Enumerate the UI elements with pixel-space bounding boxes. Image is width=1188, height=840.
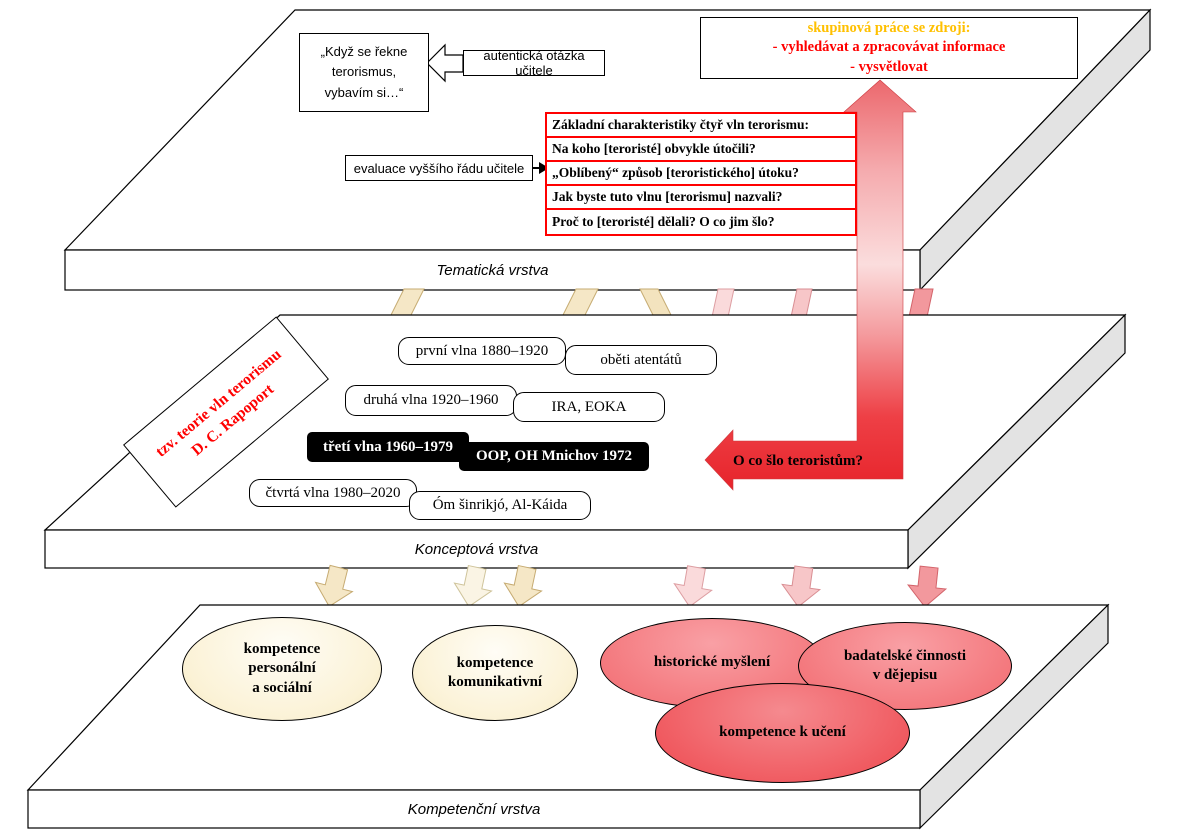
wave-2-label: druhá vlna 1920–1960 (345, 385, 517, 416)
down-arrow-cream-icon (453, 564, 493, 608)
wave-3-label: třetí vlna 1960–1979 (307, 432, 469, 462)
ellipse-personal-social: kompetence personální a sociální (182, 617, 382, 721)
ribbon-tan-icon (389, 288, 425, 318)
table-row: Jak byste tuto vlnu [terorismu] nazvali? (547, 186, 855, 210)
ellipse-learning-competence: kompetence k učení (655, 683, 910, 783)
ribbon-pink-icon (790, 288, 813, 318)
ribbon-tan-icon (561, 288, 599, 318)
thematic-front-face (64, 249, 921, 291)
interlayer-ribbons-top (389, 288, 934, 318)
wave-2-example: IRA, EOKA (513, 392, 665, 422)
competence-layer-label: Kompetenční vrstva (407, 800, 541, 818)
conceptual-layer-label: Konceptová vrstva (414, 540, 539, 558)
wave-1-example: oběti atentátů (565, 345, 717, 375)
table-row: Proč to [teroristé] dělali? O co jim šlo… (547, 210, 855, 234)
down-arrow-pink-icon (673, 565, 713, 608)
conceptual-front-face (44, 529, 909, 569)
wave-3-example: OOP, OH Mnichov 1972 (459, 442, 649, 471)
wave-4-label: čtvrtá vlna 1980–2020 (249, 479, 417, 507)
down-arrow-red-icon (906, 565, 948, 608)
evaluation-arrow-icon (533, 162, 549, 174)
table-row: Základní charakteristiky čtyř vln terori… (547, 114, 855, 138)
down-arrow-tan-icon (503, 564, 543, 608)
wave-1-label: první vlna 1880–1920 (398, 337, 566, 365)
group-work-box: skupinová práce se zdroji: - vyhledávat … (700, 17, 1078, 79)
ribbon-pink-icon (711, 288, 735, 318)
group-work-title: skupinová práce se zdroji: (807, 19, 971, 36)
questions-table: Základní charakteristiky čtyř vln terori… (545, 112, 857, 236)
interlayer-arrows-bottom (314, 564, 948, 608)
red-l-arrow-icon (704, 79, 917, 491)
table-row: „Oblíbený“ způsob [teroristického] útoku… (547, 162, 855, 186)
group-work-line: - vysvětlovat (850, 58, 928, 75)
authentic-question-label: autentická otázka učitele (463, 48, 605, 78)
evaluation-label: evaluace vyššího řádu učitele (345, 155, 533, 181)
ribbon-tan-icon (639, 288, 673, 318)
ribbon-red-icon (908, 288, 934, 318)
red-arrow-label: O co šlo teroristům? (732, 452, 864, 469)
wave-4-example: Óm šinrikjó, Al-Káida (409, 491, 591, 520)
down-arrow-tan-icon (314, 564, 354, 608)
competence-front-face (27, 789, 921, 829)
thematic-layer-label: Tematická vrstva (436, 261, 549, 279)
down-arrow-pink-icon (781, 565, 822, 608)
speech-bubble: „Když se řekne terorismus, vybavím si…“ (299, 33, 429, 112)
table-row: Na koho [teroristé] obvykle útočili? (547, 138, 855, 162)
group-work-line: - vyhledávat a zpracovávat informace (772, 39, 1006, 56)
ellipse-communicative: kompetence komunikativní (412, 625, 578, 721)
